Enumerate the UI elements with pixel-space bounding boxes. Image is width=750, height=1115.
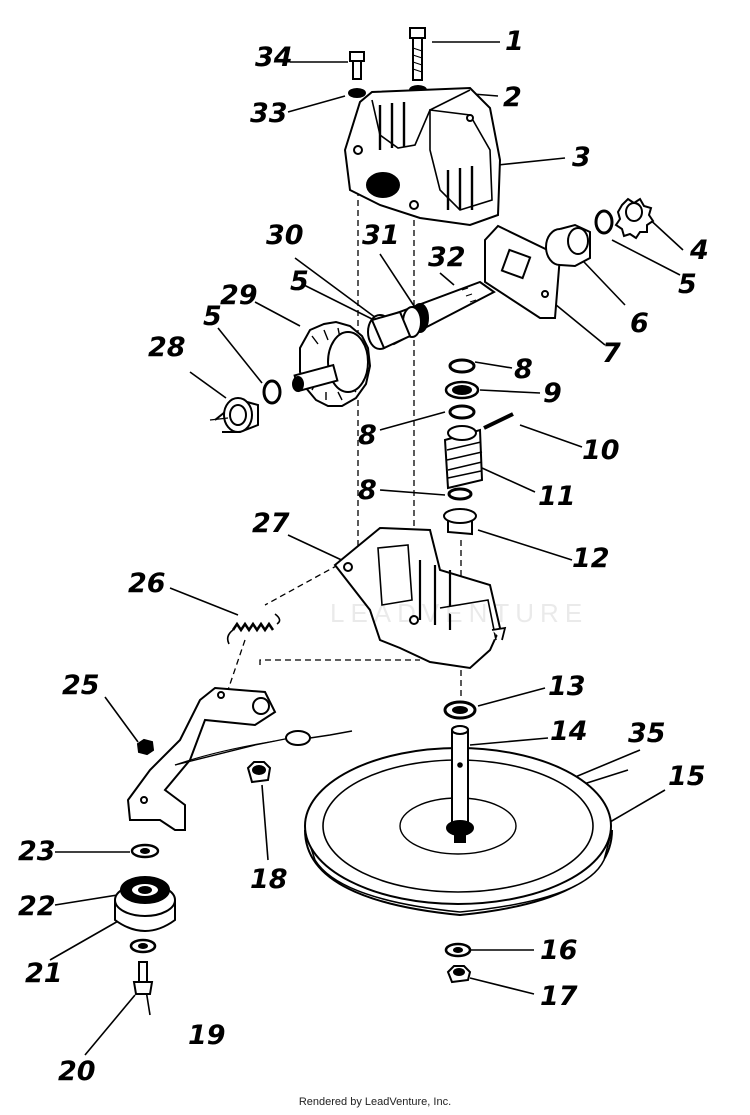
callout-30: 30 — [266, 220, 304, 251]
callout-12: 12 — [572, 543, 610, 574]
callout-5a: 5 — [678, 269, 697, 300]
part-nut-25 — [138, 740, 153, 754]
callout-8c: 8 — [358, 475, 377, 506]
part-spring-26 — [228, 614, 280, 644]
part-washer-8-bottom — [449, 489, 471, 499]
callout-17: 17 — [540, 981, 578, 1012]
callout-22: 22 — [18, 891, 56, 922]
callout-31: 31 — [362, 220, 400, 251]
part-bolt-34 — [349, 52, 365, 97]
part-washer-8-mid — [450, 406, 474, 418]
callout-4: 4 — [690, 235, 709, 266]
callout-3: 3 — [572, 142, 591, 173]
leader-lines — [50, 42, 683, 1055]
part-pin-10 — [484, 414, 513, 428]
callout-21: 21 — [25, 958, 63, 989]
callout-11: 11 — [538, 481, 576, 512]
part-idler-pulley-21 — [115, 877, 175, 931]
callout-16: 16 — [540, 935, 578, 966]
part-bushing-28 — [210, 398, 258, 432]
part-lower-housing-27 — [335, 528, 505, 668]
part-nut-17 — [448, 966, 470, 982]
callout-18: 18 — [250, 864, 288, 895]
callout-13: 13 — [548, 671, 586, 702]
callout-29: 29 — [220, 280, 258, 311]
part-washer-16 — [446, 944, 470, 956]
callout-6: 6 — [630, 308, 649, 339]
part-nut-18 — [248, 762, 270, 782]
callout-10: 10 — [582, 435, 620, 466]
callout-25: 25 — [62, 670, 100, 701]
part-washer-19 — [131, 940, 155, 952]
callout-33: 33 — [250, 98, 288, 129]
part-idler-arm — [128, 688, 275, 830]
callout-35: 35 — [628, 718, 666, 749]
callout-26: 26 — [128, 568, 166, 599]
callout-8a: 8 — [514, 354, 533, 385]
part-worm-gear-11 — [445, 426, 482, 488]
callout-5b: 5 — [290, 266, 309, 297]
footer-credit: Rendered by LeadVenture, Inc. — [298, 1096, 452, 1108]
part-washer-23 — [132, 845, 158, 857]
part-bearing-9 — [446, 382, 478, 398]
part-shaft-32 — [368, 282, 494, 349]
part-bushing-12 — [444, 509, 476, 534]
part-pulley-15 — [305, 726, 612, 915]
callout-8b: 8 — [358, 420, 377, 451]
callout-9: 9 — [543, 378, 562, 409]
callout-14: 14 — [550, 716, 588, 747]
part-bolt-20 — [134, 962, 152, 994]
callout-23: 23 — [18, 836, 56, 867]
part-bracket-7 — [485, 226, 560, 318]
callout-32: 32 — [428, 242, 466, 273]
watermark: LEADVENTURE — [330, 598, 589, 628]
part-bushing-6 — [546, 225, 590, 266]
callout-15: 15 — [668, 761, 706, 792]
callout-7: 7 — [602, 338, 621, 369]
part-bolt-1 — [410, 28, 426, 94]
callout-5c: 5 — [203, 301, 222, 332]
part-bearing-13 — [445, 702, 475, 718]
callout-1: 1 — [505, 26, 524, 57]
callout-34: 34 — [255, 42, 293, 73]
callout-20: 20 — [58, 1056, 96, 1087]
part-gear-29 — [293, 322, 370, 406]
callout-2: 2 — [503, 82, 522, 113]
part-washer-5-left — [264, 381, 280, 403]
callout-28: 28 — [148, 332, 186, 363]
part-washer-5-right — [596, 211, 612, 233]
part-top-housing-3 — [345, 88, 500, 225]
part-washer-8-top — [450, 360, 474, 372]
part-cable — [175, 731, 352, 765]
part-sprocket-4 — [616, 199, 653, 238]
callout-19: 19 — [188, 1020, 226, 1051]
callout-27: 27 — [252, 508, 290, 539]
